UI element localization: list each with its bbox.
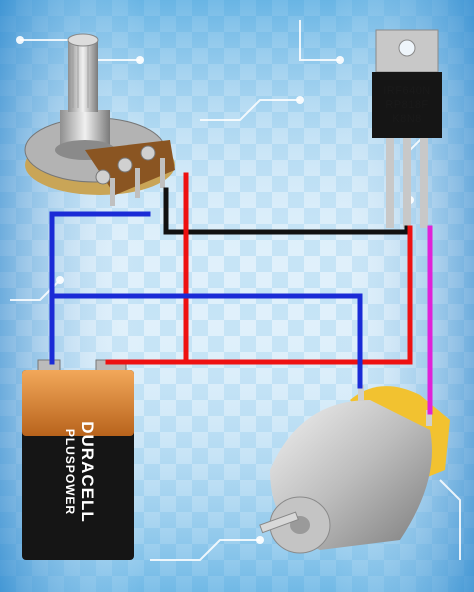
wire-black xyxy=(163,187,410,235)
battery-subline: PLUSPOWER xyxy=(63,429,77,515)
mosfet-label-line-1: IRF640N xyxy=(383,85,431,97)
wire-blue-2 xyxy=(49,293,363,389)
dc-motor-icon xyxy=(259,385,450,554)
battery-brand: DURACELL xyxy=(78,421,97,523)
mosfet-icon: IRF640N RP818F K8N8 xyxy=(372,29,442,228)
battery-icon: DURACELL PLUSPOWER xyxy=(22,359,134,560)
mosfet-label-line-2: RP818F xyxy=(385,99,428,111)
wire-red-1 xyxy=(105,225,413,365)
wire-blue-1 xyxy=(49,211,151,365)
mosfet-label-line-3: K8N8 xyxy=(392,113,422,125)
wires xyxy=(49,172,433,415)
potentiometer-icon xyxy=(24,33,175,206)
